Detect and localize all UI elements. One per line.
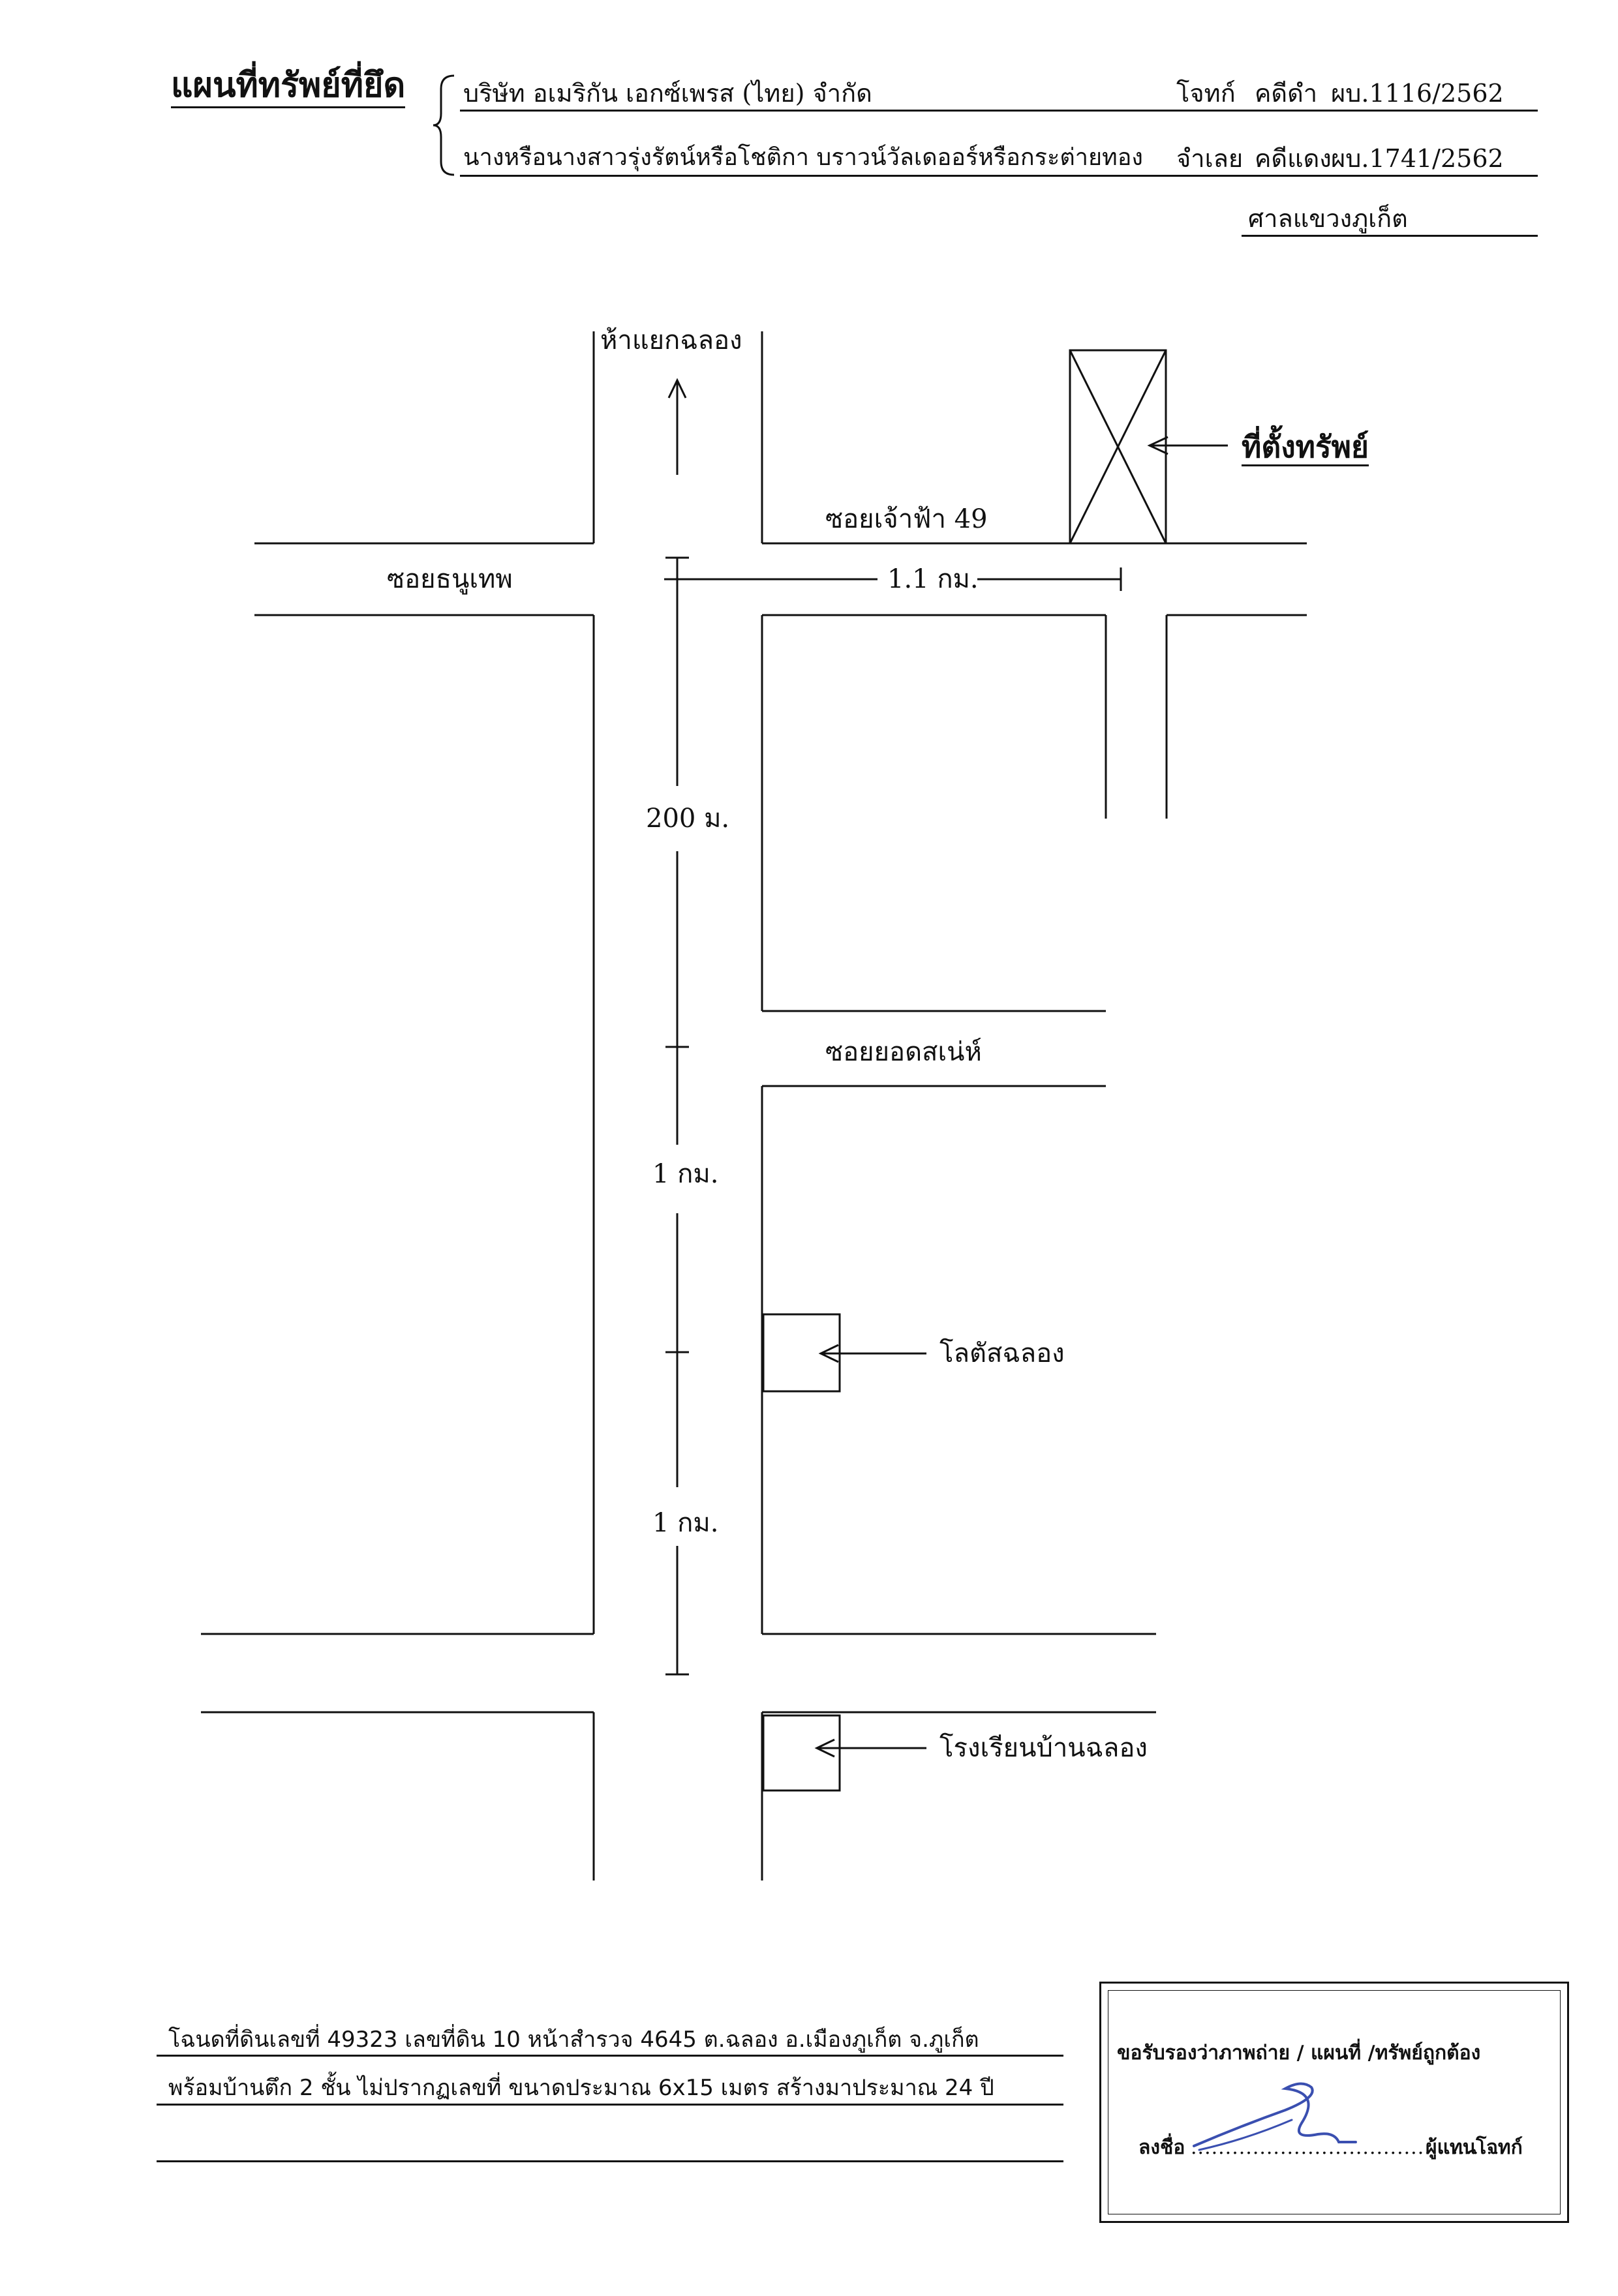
certification-statement: ขอรับรองว่าภาพถ่าย / แผนที่ /ทรัพย์ถูกต้… [1117,2042,1481,2064]
handwritten-signature [1193,2082,1357,2151]
signature-prefix: ลงชื่อ [1138,2136,1185,2159]
property-arrow-head [1147,436,1168,455]
plaintiff-name: บริษัท อเมริกัน เอกซ์เพรส (ไทย) จำกัด [463,79,872,108]
red-case-label: คดีแดง [1255,144,1332,173]
property-cross-2 [1069,350,1167,544]
party-brace [433,74,455,176]
black-case-number: ผบ.1116/2562 [1331,79,1504,108]
property-box [1069,349,1167,545]
school-box [762,1714,841,1792]
defendant-name: นางหรือนางสาวรุ่งรัตน์หรือโชติกา บราวน์ว… [463,144,1143,171]
document-title: แผนที่ทรัพย์ที่ยึด [171,68,406,108]
court-underline [1242,235,1538,237]
distance-200m-label: 200 ม. [646,804,730,834]
footer-underline-3 [157,2160,1063,2162]
distance-1km-label-b: 1 กม. [652,1508,719,1538]
distance-1-1km-label: 1.1 กม. [887,564,979,594]
defendant-role: จำเลย [1176,144,1244,173]
defendant-underline [460,175,1538,177]
black-case-label: คดีดำ [1255,79,1318,108]
certification-box-inner-border [1108,1990,1561,2214]
court-name: ศาลแขวงภูเก็ต [1248,204,1408,233]
soi-thanuthep-label: ซอยธนูเทพ [387,564,513,594]
north-arrow-head [667,378,687,399]
footer-underline-2 [157,2104,1063,2106]
certification-box [1099,1982,1569,2223]
footer-underline-1 [157,2055,1063,2057]
deed-description-line-2: พร้อมบ้านตึก 2 ชั้น ไม่ปรากฏเลขที่ ขนาดป… [168,2075,994,2101]
signature-suffix: ผู้แทนโจทก์ [1426,2136,1523,2159]
plaintiff-underline [460,110,1538,112]
intersection-label: ห้าแยกฉลอง [600,325,742,355]
distance-1km-label-a: 1 กม. [652,1159,719,1189]
soi-yodsane-label: ซอยยอดสเน่ห์ [825,1037,982,1067]
deed-description-line-1: โฉนดที่ดินเลขที่ 49323 เลขที่ดิน 10 หน้า… [168,2027,979,2053]
red-case-number: ผบ.1741/2562 [1331,144,1504,173]
plaintiff-role: โจทก์ [1176,79,1236,108]
property-location-label: ที่ตั้งทรัพย์ [1242,432,1369,466]
school-label: โรงเรียนบ้านฉลอง [939,1733,1148,1763]
lotus-label: โลตัสฉลอง [939,1338,1065,1368]
school-arrow-head [814,1738,835,1758]
lotus-arrow-head [818,1344,839,1363]
soi-chaofa-label: ซอยเจ้าฟ้า 49 [825,504,988,534]
